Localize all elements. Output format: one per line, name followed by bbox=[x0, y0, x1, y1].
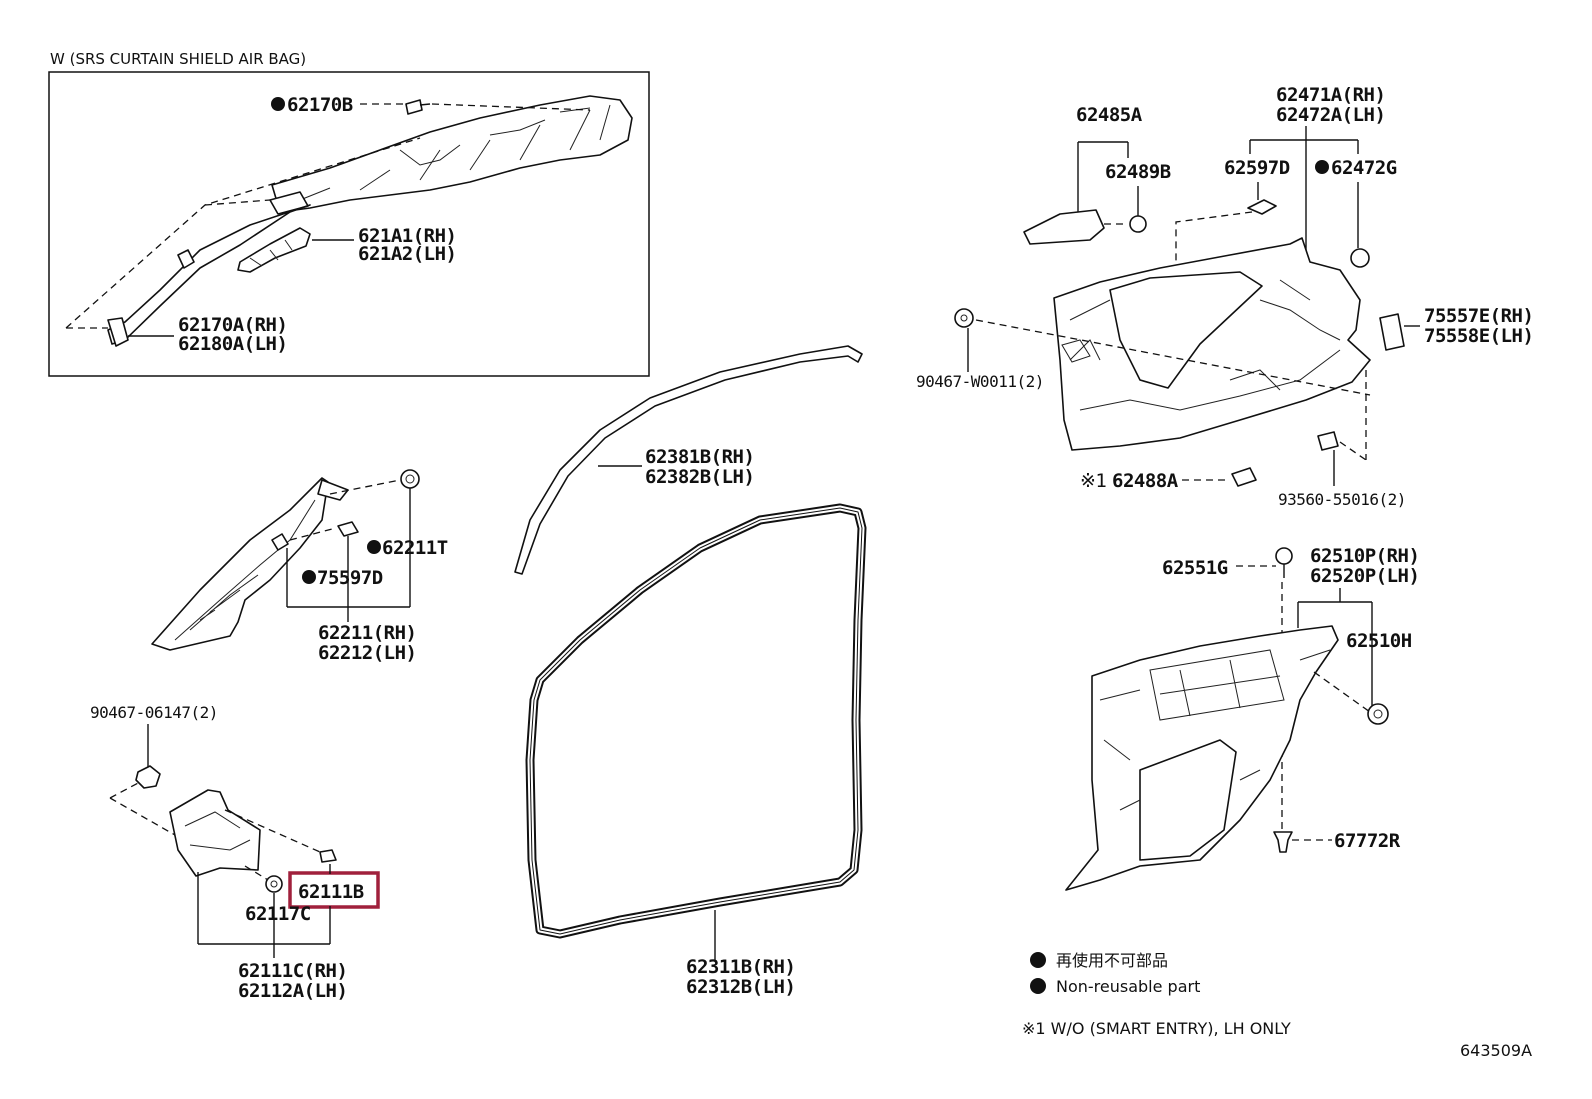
label-62111C: 62111C(RH) bbox=[238, 960, 347, 982]
label-62170A: 62170A(RH) bbox=[178, 314, 287, 336]
label-75557E: 75557E(RH) bbox=[1424, 305, 1533, 327]
legend-english: Non-reusable part bbox=[1056, 977, 1200, 996]
label-62312B: 62312B(LH) bbox=[686, 976, 795, 998]
label-62381B: 62381B(RH) bbox=[645, 446, 754, 468]
quarter-trim-upper-group: 62485A 62489B 62471A(RH) 62472A(LH) 6259… bbox=[916, 84, 1534, 509]
label-62117C: 62117C bbox=[245, 903, 311, 925]
subassembly-frame bbox=[48, 71, 650, 377]
screw-62551G-icon bbox=[1275, 547, 1293, 578]
label-62311B: 62311B(RH) bbox=[686, 956, 795, 978]
label-62211: 62211(RH) bbox=[318, 622, 416, 644]
label-62488A: 62488A bbox=[1112, 470, 1179, 492]
label-90467-06147: 90467-06147(2) bbox=[90, 703, 218, 722]
diagram-id: 643509A bbox=[1460, 1041, 1532, 1060]
label-62485A: 62485A bbox=[1076, 104, 1143, 126]
legend-non-reusable-icon bbox=[1030, 952, 1046, 968]
clip-90467-W0011-icon bbox=[954, 308, 974, 328]
label-62597D: 62597D bbox=[1224, 157, 1290, 179]
clip-67772R-icon bbox=[1273, 831, 1293, 853]
non-reusable-mark-icon bbox=[367, 540, 381, 554]
clip-62597D-icon bbox=[1247, 199, 1277, 215]
trim-piece-62485A-icon bbox=[1023, 209, 1105, 245]
label-62489B: 62489B bbox=[1105, 161, 1171, 183]
clip-62117C-icon bbox=[265, 875, 283, 893]
quarter-trim-lower-group: 62551G 62510P(RH) 62520P(LH) 62510H 6777… bbox=[1065, 545, 1420, 891]
label-90467-W0011: 90467-W0011(2) bbox=[916, 372, 1044, 391]
label-62211T: 62211T bbox=[382, 537, 448, 559]
legend-non-reusable-icon bbox=[1030, 978, 1046, 994]
clip-62211T-icon bbox=[337, 521, 359, 537]
roof-weatherstrip-group: 62381B(RH) 62382B(LH) bbox=[514, 345, 863, 575]
label-62472A: 62472A(LH) bbox=[1276, 104, 1385, 126]
legend: 再使用不可部品 Non-reusable part ※1 W/O (SMART … bbox=[1022, 951, 1291, 1038]
non-reusable-mark-icon bbox=[271, 97, 285, 111]
legend-japanese: 再使用不可部品 bbox=[1056, 951, 1168, 970]
label-67772R: 67772R bbox=[1334, 830, 1401, 852]
clip-62111B-icon bbox=[319, 849, 337, 863]
label-62488A-mark: ※1 bbox=[1080, 470, 1106, 492]
label-62510H: 62510H bbox=[1346, 630, 1412, 652]
nut-90467-06147-icon bbox=[135, 765, 161, 789]
door-opening-trim-group: 62311B(RH) 62312B(LH) bbox=[525, 503, 867, 998]
label-621A1: 621A1(RH) bbox=[358, 225, 456, 247]
highlight-62111B bbox=[288, 871, 380, 909]
label-62111B: 62111B bbox=[298, 881, 364, 903]
label-62510P: 62510P(RH) bbox=[1310, 545, 1419, 567]
screw-93560-55016-icon bbox=[1317, 431, 1339, 451]
clip-75597D-icon bbox=[400, 469, 420, 489]
label-62472G: 62472G bbox=[1331, 157, 1397, 179]
cowl-side-trim-group: 90467-06147(2) 62111B 62117C 62111C(RH) … bbox=[90, 703, 380, 1002]
label-62170B: 62170B bbox=[287, 94, 353, 116]
label-62180A: 62180A(LH) bbox=[178, 333, 287, 355]
footnote: ※1 W/O (SMART ENTRY), LH ONLY bbox=[1022, 1019, 1291, 1038]
bolt-62170B-icon bbox=[405, 99, 431, 115]
a-pillar-garnish-group: 62211T 75597D 62211(RH) 62212(LH) bbox=[151, 469, 448, 664]
label-62382B: 62382B(LH) bbox=[645, 466, 754, 488]
label-75597D: 75597D bbox=[317, 567, 383, 589]
non-reusable-mark-icon bbox=[1315, 160, 1329, 174]
airbag-subassembly-group: W (SRS CURTAIN SHIELD AIR BAG) 62170B 62… bbox=[48, 50, 650, 377]
switch-62488A-icon bbox=[1231, 467, 1257, 487]
clip-62472G-icon bbox=[1350, 248, 1370, 268]
subassembly-title: W (SRS CURTAIN SHIELD AIR BAG) bbox=[50, 50, 306, 68]
label-62551G: 62551G bbox=[1162, 557, 1228, 579]
label-62212: 62212(LH) bbox=[318, 642, 416, 664]
label-62471A: 62471A(RH) bbox=[1276, 84, 1385, 106]
non-reusable-mark-icon bbox=[302, 570, 316, 584]
clip-62510H-icon bbox=[1367, 703, 1389, 725]
label-62112A: 62112A(LH) bbox=[238, 980, 347, 1002]
label-621A2: 621A2(LH) bbox=[358, 243, 456, 265]
label-75558E: 75558E(LH) bbox=[1424, 325, 1533, 347]
clip-62489B-icon bbox=[1129, 215, 1147, 233]
label-62520P: 62520P(LH) bbox=[1310, 565, 1419, 587]
bracket-75557E-icon bbox=[1379, 313, 1405, 351]
curtain-airbag-illustration bbox=[107, 95, 633, 347]
label-93560-55016: 93560-55016(2) bbox=[1278, 490, 1406, 509]
